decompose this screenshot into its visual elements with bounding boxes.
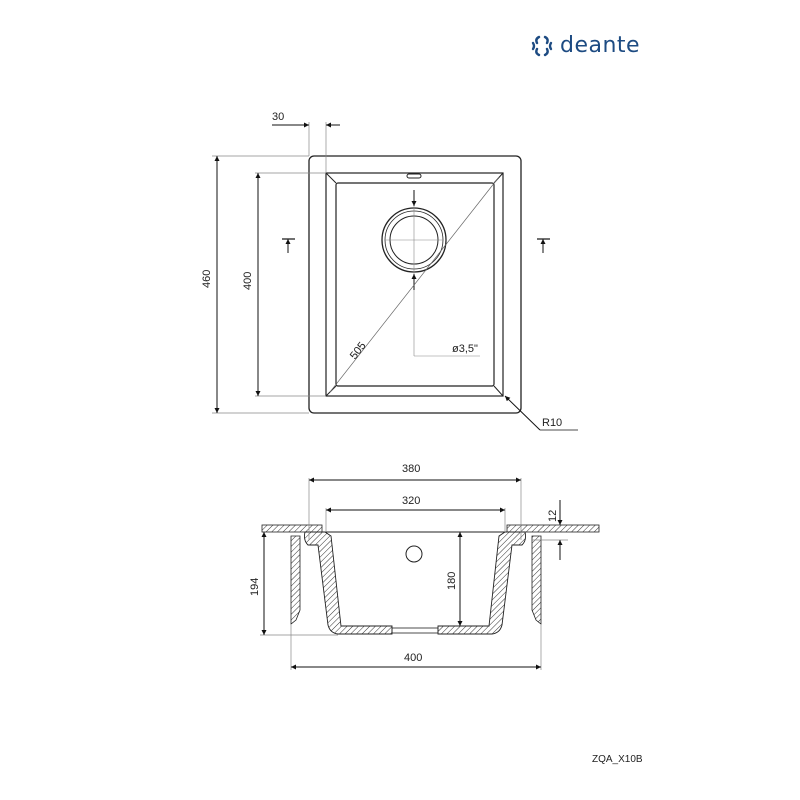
- dim-rim-width: 30: [272, 111, 284, 123]
- dim-bowl-height: 180: [446, 572, 458, 590]
- deante-logo-icon: [531, 35, 553, 56]
- dim-overall-width: 400: [404, 652, 422, 664]
- dim-corner-radius: R10: [542, 417, 562, 429]
- top-view: 30 460 400 505 ø3,5" R10: [201, 111, 578, 431]
- dim-bowl-depth: 400: [242, 272, 254, 290]
- dim-worktop-thickness: 12: [547, 510, 559, 522]
- dim-bowl-inner-width: 320: [402, 495, 420, 507]
- dim-top-width: 380: [402, 463, 420, 475]
- brand-name: deante: [560, 33, 641, 58]
- brand-logo: deante: [530, 33, 640, 58]
- dim-diagonal: 505: [348, 340, 369, 362]
- dim-overall-depth: 460: [201, 270, 213, 288]
- drawing-code: ZQA_X10B: [592, 754, 643, 765]
- dim-drain-diameter: ø3,5": [452, 343, 478, 355]
- dim-overall-height: 194: [249, 578, 261, 596]
- section-view: 380 320 12 194 180 400: [249, 463, 600, 670]
